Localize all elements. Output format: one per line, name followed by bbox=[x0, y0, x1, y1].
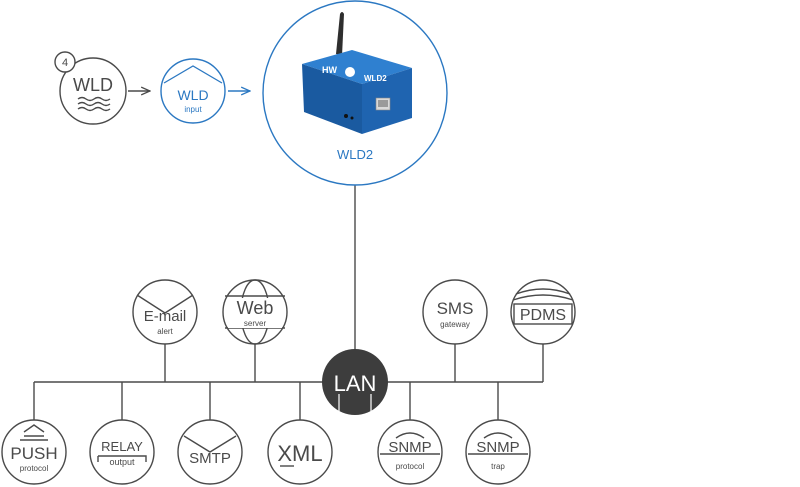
lan-label: LAN bbox=[334, 371, 377, 396]
service-title: SMS bbox=[437, 299, 474, 318]
service-email: E-mail alert bbox=[132, 279, 198, 345]
wld-sensor: WLD 4 bbox=[54, 51, 127, 125]
service-subtitle: gateway bbox=[440, 320, 470, 329]
service-title: E-mail bbox=[144, 308, 187, 325]
svg-text:4: 4 bbox=[62, 57, 68, 69]
device-box-icon bbox=[302, 50, 412, 134]
service-title: PDMS bbox=[520, 307, 566, 324]
wld-input: WLD input bbox=[160, 58, 226, 124]
service-snmp-trap: SNMP trap bbox=[465, 419, 531, 485]
service-title: PUSH bbox=[10, 444, 57, 463]
device-caption: WLD2 bbox=[337, 147, 373, 162]
push-icon bbox=[20, 424, 48, 441]
sensor-count-badge: 4 bbox=[54, 51, 76, 73]
service-title: RELAY bbox=[101, 439, 143, 454]
wld-sensor-label: WLD bbox=[73, 75, 113, 95]
service-title: SNMP bbox=[388, 439, 431, 456]
service-xml: XML bbox=[267, 419, 333, 485]
wld-input-subtitle: input bbox=[184, 105, 202, 114]
service-title: SMTP bbox=[189, 450, 231, 467]
service-web: Web server bbox=[222, 279, 288, 345]
service-push: PUSH protocol bbox=[1, 419, 67, 485]
service-subtitle: output bbox=[109, 457, 135, 467]
service-title: XML bbox=[277, 441, 322, 466]
envelope-icon bbox=[136, 294, 194, 314]
stack-icon bbox=[512, 288, 574, 325]
envelope-icon bbox=[183, 435, 237, 453]
service-subtitle: protocol bbox=[20, 464, 49, 473]
device-model: WLD2 bbox=[364, 74, 387, 83]
antenna-icon bbox=[336, 12, 344, 56]
service-smtp: SMTP bbox=[177, 419, 243, 485]
service-pdms: PDMS bbox=[510, 279, 576, 345]
snmp-icon bbox=[380, 432, 440, 455]
service-subtitle: alert bbox=[157, 327, 173, 336]
connection-lines bbox=[33, 185, 544, 420]
service-subtitle: trap bbox=[491, 462, 505, 471]
roof-icon bbox=[163, 65, 223, 84]
service-title: Web bbox=[237, 298, 274, 318]
lan-hub: LAN bbox=[322, 349, 388, 415]
device-brand: HW bbox=[322, 65, 337, 75]
wld-input-title: WLD bbox=[177, 87, 208, 103]
service-sms: SMS gateway bbox=[422, 279, 488, 345]
service-relay: RELAY output bbox=[89, 419, 155, 485]
snmp-icon bbox=[468, 432, 528, 455]
wld2-device: HW WLD2 WLD2 bbox=[262, 0, 448, 186]
service-snmp-protocol: SNMP protocol bbox=[377, 419, 443, 485]
water-waves-icon bbox=[77, 96, 111, 112]
service-subtitle: server bbox=[244, 319, 267, 328]
service-subtitle: protocol bbox=[396, 462, 425, 471]
service-title: SNMP bbox=[476, 439, 519, 456]
